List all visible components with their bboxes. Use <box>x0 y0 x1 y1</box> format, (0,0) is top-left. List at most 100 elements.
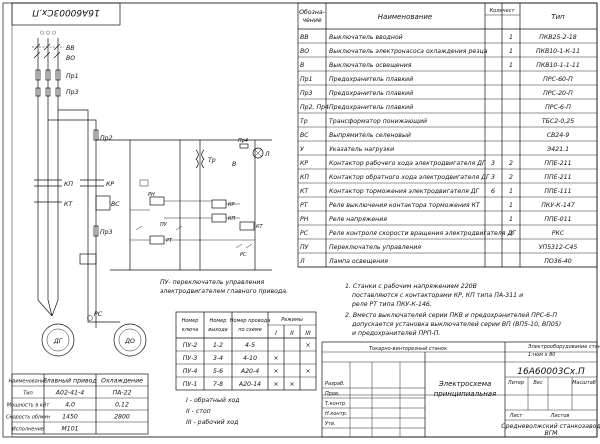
pr1-label: Пр1 <box>66 73 79 80</box>
bom-type: ТБС2-0,25 <box>542 118 574 125</box>
stamp-code-text: 16А60003Сх.П <box>32 7 100 17</box>
tb-mass: Вес <box>533 380 543 386</box>
tb-sign-row: Пров. <box>325 391 340 397</box>
pu-legend-item: III - рабочий ход <box>186 418 238 426</box>
bom-name: Выключатель освещения <box>329 62 412 69</box>
bom-type: ПКВ10-1-К-11 <box>536 48 580 55</box>
pr2-label: Пр2 <box>100 135 113 142</box>
bom-code: ВО <box>300 48 309 55</box>
bom-type: РКС <box>552 230 565 237</box>
bom-code: РС <box>300 230 309 237</box>
power-circuit: ○ ○ ○ ВВ ВО Пр1 Пр3 Пр2 КП КР ВС КТ <box>32 30 147 357</box>
bom-header-designation: Обозна- <box>299 8 325 16</box>
bom-qty1: 3 <box>491 174 495 181</box>
bom-qty2: 1 <box>509 62 513 69</box>
supply-label: ○ ○ ○ <box>40 30 56 36</box>
motor-cell: 2800 <box>114 414 130 421</box>
note2-line1: 2. Вместо выключателей серии ПКВ и предо… <box>345 312 557 319</box>
bom-row: РТ Реле выключения контактора торможения … <box>300 202 575 209</box>
rs-motor-label: РС <box>94 311 103 318</box>
pu-wire: А20-4 <box>240 368 259 375</box>
bom-qty2: 1 <box>509 202 513 209</box>
bom-code: ВС <box>300 132 309 139</box>
notes-block: ПУ- переключатель управления электродвиг… <box>160 279 561 337</box>
tb-title: Электросхема <box>438 380 492 388</box>
pu-mode-mark: × <box>273 355 278 362</box>
bom-qty2: 2 <box>509 230 513 237</box>
tb-org: Средневолжский станкозавод <box>501 423 600 430</box>
bom-name: Реле выключения контактора торможения КТ <box>329 202 481 209</box>
pu-wire: 4-5 <box>245 342 255 349</box>
note1-line1: 1. Станки с рабочим напряжением 220В <box>345 282 477 290</box>
motor-cell: А02-41-4 <box>55 390 84 397</box>
v-ctrl-label: В <box>232 161 236 168</box>
bom-row: КР Контактор рабочего хода электродвигате… <box>300 159 572 167</box>
tb-scale: 1:ном х 80 <box>528 352 555 358</box>
pu-key: ПУ-2 <box>183 342 198 349</box>
bom-name: Предохранитель плавкий <box>329 104 413 111</box>
pu-mode-mark: × <box>305 368 310 375</box>
bom-name: Контактор рабочего хода электродвигателя… <box>329 159 486 167</box>
motor-row: Скорость об/мин 1450 2800 <box>6 414 130 421</box>
coil-kt <box>239 221 255 231</box>
bom-header-name: Наименование <box>378 13 432 21</box>
bom-name: Лампа освещения <box>328 258 388 265</box>
bom-code: КР <box>300 160 308 167</box>
motor-cell: Скорость об/мин <box>6 415 51 421</box>
pu-header-2: ключа <box>182 327 198 333</box>
pu-mode-header: I <box>275 330 277 337</box>
motor-cell: 1450 <box>62 414 78 421</box>
tb-sheets: Листов <box>550 413 570 419</box>
bom-qty2: 1 <box>509 48 513 55</box>
bom-name: Реле контроля скорости вращения электрод… <box>329 230 516 237</box>
bom-code: У <box>300 146 305 153</box>
tb-sign-row: Т.контр. <box>325 401 347 407</box>
pu-legend-item: I - обратный ход <box>186 396 240 404</box>
pr4-label: Пр4 <box>238 138 248 144</box>
tb-sign-row: Н.контр. <box>325 411 347 417</box>
bom-name: Указатель нагрузки <box>329 146 394 153</box>
bom-code: РТ <box>300 202 309 209</box>
tb-lit: Литер <box>507 380 524 386</box>
tb-doc-code: 16А60003Сх.П <box>517 367 585 377</box>
bom-code: Пр2, Пр4 <box>300 104 329 111</box>
bom-qty2: 1 <box>509 188 513 195</box>
pu-out: 1-2 <box>213 342 223 349</box>
bom-qty2: 1 <box>509 216 513 223</box>
bom-name: Выпрямитель селеновый <box>329 132 411 139</box>
bom-type: ППЕ-211 <box>544 160 571 167</box>
pu-title-line2: электродвигателем главного привода. <box>160 288 288 295</box>
bom-qty1: 3 <box>491 160 495 167</box>
pu-header: Номер провода <box>230 318 270 324</box>
bom-code: РН <box>300 216 309 223</box>
bom-name: Переключатель управления <box>329 244 421 251</box>
bom-type: ППЕ-011 <box>544 216 571 223</box>
motor-cell: 4,0 <box>65 402 75 409</box>
motor-cell: ПА-22 <box>113 390 132 397</box>
pu-out: 5-6 <box>213 368 223 375</box>
vo-label: ВО <box>66 55 75 62</box>
bom-qty2: 1 <box>509 34 513 41</box>
bom-type: Э421.1 <box>546 146 569 153</box>
coil-kp <box>211 213 227 223</box>
motor-cell: Главный привод <box>43 378 96 385</box>
bom-name: Реле напряжения <box>329 216 387 223</box>
lamp-symbol <box>252 147 264 159</box>
pr3-top-label: Пр3 <box>66 89 79 96</box>
pu-wire: А20-14 <box>238 381 261 388</box>
